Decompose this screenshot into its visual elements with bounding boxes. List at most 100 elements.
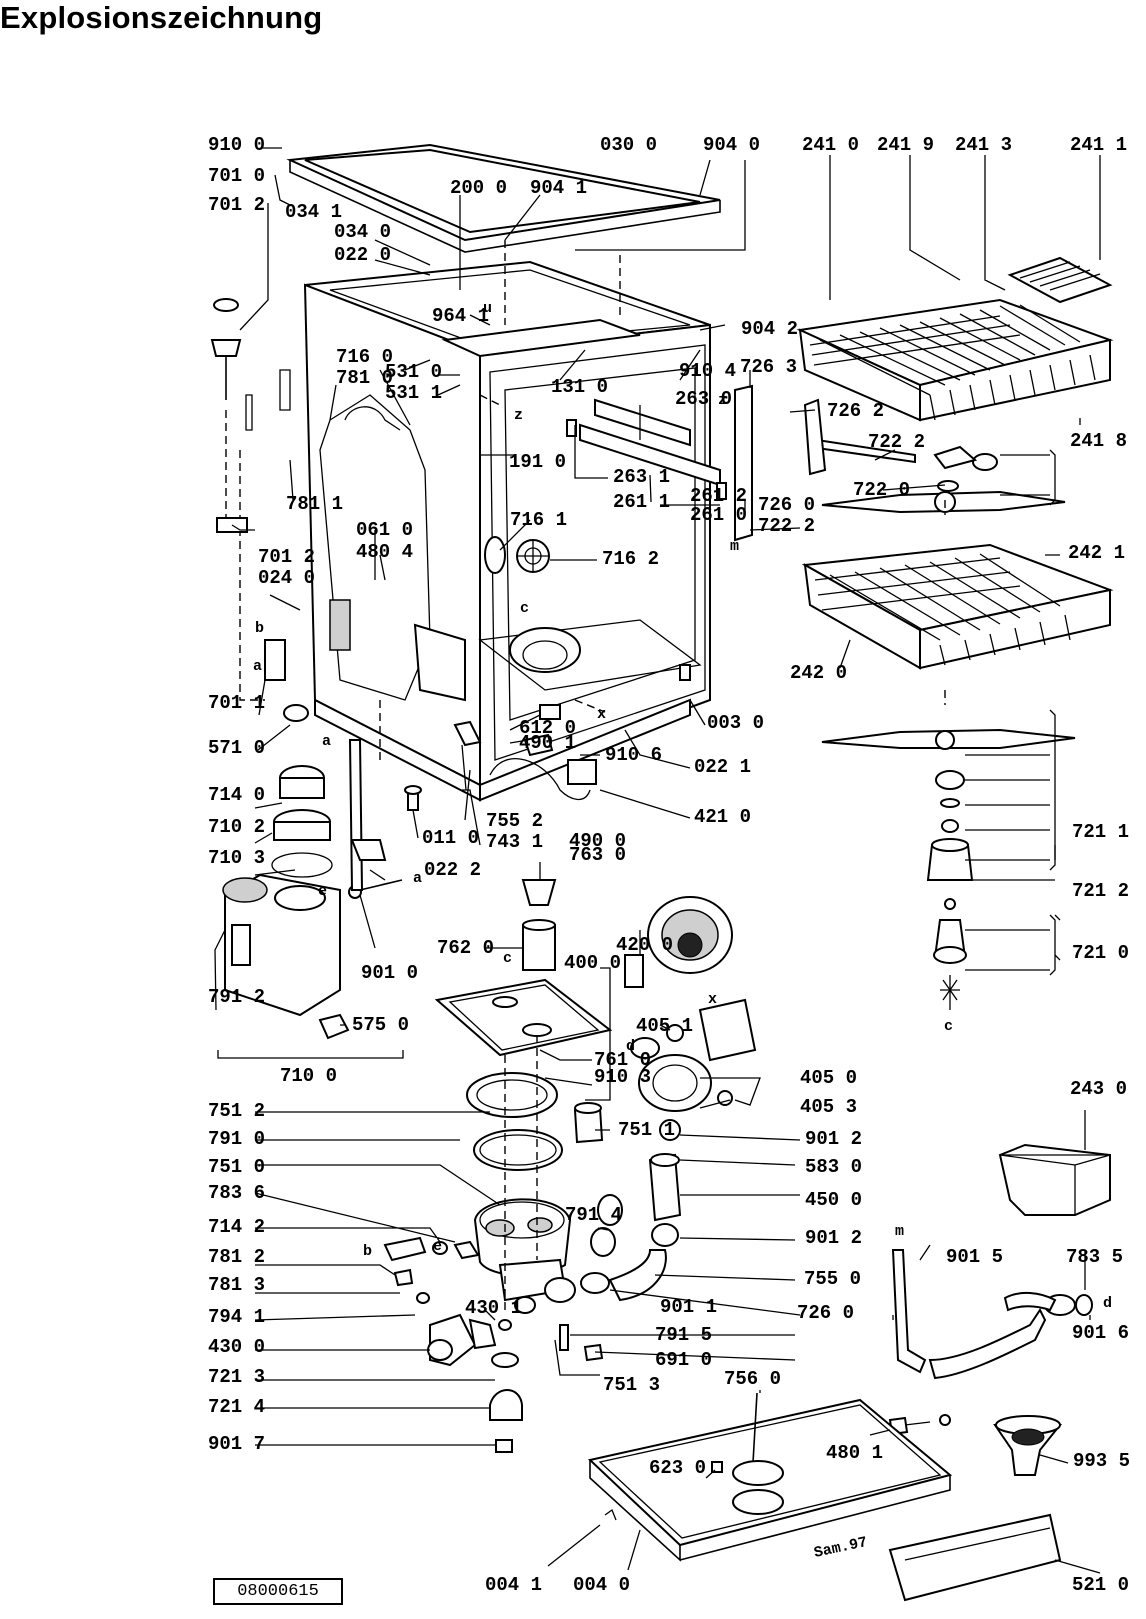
part-label: 030 0 — [600, 134, 657, 156]
part-label: 583 0 — [805, 1156, 862, 1178]
reference-letter-u: u — [483, 300, 492, 317]
reference-letter-m: m — [895, 1223, 904, 1240]
part-label: 400 0 — [564, 952, 621, 974]
part-label: 791 5 — [655, 1324, 712, 1346]
part-label: 261 1 — [613, 491, 670, 513]
part-label: 003 0 — [707, 712, 764, 734]
part-label: 200 0 — [450, 177, 507, 199]
reference-letter-d: d — [626, 1038, 635, 1055]
reference-letter-z: z — [718, 392, 727, 409]
reference-letter-a: a — [322, 733, 331, 750]
reference-letter-b: b — [363, 1243, 372, 1260]
part-label: 751 0 — [208, 1156, 265, 1178]
part-label: 751 2 — [208, 1100, 265, 1122]
part-label: 191 0 — [509, 451, 566, 473]
part-label: 571 0 — [208, 737, 265, 759]
part-label: 490 0 — [569, 830, 626, 852]
part-label: 243 0 — [1070, 1078, 1127, 1100]
part-label: 701 1 — [208, 692, 265, 714]
part-label: 743 1 — [486, 831, 543, 853]
part-label: 263 0 — [675, 388, 732, 410]
part-label: 751 3 — [603, 1374, 660, 1396]
lower-basket-part — [801, 543, 1114, 670]
part-label: 701 2 — [208, 194, 265, 216]
drain-pump-part — [383, 1236, 604, 1367]
reference-letter-a: a — [413, 870, 422, 887]
document-number: 08000615 — [213, 1578, 343, 1605]
part-label: 722 2 — [758, 515, 815, 537]
part-label: 781 3 — [208, 1274, 265, 1296]
part-label: 714 2 — [208, 1216, 265, 1238]
part-label: 480 4 — [356, 541, 413, 563]
part-label: 993 5 — [1073, 1450, 1130, 1472]
upper-basket-part — [796, 256, 1114, 422]
part-label: 521 0 — [1072, 1574, 1129, 1596]
left-hoses-part — [210, 298, 422, 891]
part-label: 904 0 — [703, 134, 760, 156]
pump-motor-part — [573, 896, 757, 1302]
part-label: 691 0 — [655, 1349, 712, 1371]
part-label: 034 0 — [334, 221, 391, 243]
part-label: 722 2 — [868, 431, 925, 453]
electrical-part — [453, 704, 597, 801]
part-label: 450 0 — [805, 1189, 862, 1211]
page-title: Explosionszeichnung — [0, 0, 323, 35]
right-lower-parts — [888, 1143, 1111, 1602]
part-label: 761 0 — [594, 1049, 651, 1071]
part-label: 710 2 — [208, 816, 265, 838]
part-label: 721 2 — [1072, 880, 1129, 902]
reference-letter-z: z — [514, 407, 523, 424]
part-label: 004 1 — [485, 1574, 542, 1596]
part-label: 901 6 — [1072, 1322, 1129, 1344]
reference-letter-m: m — [730, 538, 739, 555]
part-label: 756 0 — [724, 1368, 781, 1390]
sump-part — [434, 879, 613, 1453]
part-label: 022 0 — [334, 244, 391, 266]
part-label: 781 2 — [208, 1246, 265, 1268]
part-label: 722 0 — [853, 479, 910, 501]
part-label: 781 0 — [336, 367, 393, 389]
part-label: 762 0 — [437, 937, 494, 959]
part-label: 623 0 — [649, 1457, 706, 1479]
part-label: 910 0 — [208, 134, 265, 156]
reference-letter-a: a — [253, 658, 262, 675]
part-label: 910 3 — [594, 1066, 651, 1088]
part-label: 241 0 — [802, 134, 859, 156]
part-label: 022 2 — [424, 859, 481, 881]
upper-spray-arm-part — [803, 398, 1066, 514]
part-label: 716 1 — [510, 509, 567, 531]
part-label: 763 0 — [569, 844, 626, 866]
part-label: 022 1 — [694, 756, 751, 778]
part-label: 241 8 — [1070, 430, 1127, 452]
part-label: 791 2 — [208, 986, 265, 1008]
part-label: 024 0 — [258, 567, 315, 589]
part-label: 714 0 — [208, 784, 265, 806]
part-label: 034 1 — [285, 201, 342, 223]
reference-letter-b: b — [255, 620, 264, 637]
part-label: 405 0 — [800, 1067, 857, 1089]
cabinet-part — [303, 260, 753, 802]
part-label: 263 1 — [613, 466, 670, 488]
part-label: 612 0 — [519, 717, 576, 739]
part-label: 794 1 — [208, 1306, 265, 1328]
reference-letter-x: x — [708, 991, 717, 1008]
part-label: 721 3 — [208, 1366, 265, 1388]
part-label: 575 0 — [352, 1014, 409, 1036]
part-label: 910 6 — [605, 744, 662, 766]
part-label: 531 1 — [385, 382, 442, 404]
part-label: 716 0 — [336, 346, 393, 368]
part-label: 751 1 — [618, 1119, 675, 1141]
part-label: 421 0 — [694, 806, 751, 828]
part-label: 261 2 — [690, 485, 747, 507]
part-label: 901 0 — [361, 962, 418, 984]
part-label: 904 1 — [530, 177, 587, 199]
part-label: 241 3 — [955, 134, 1012, 156]
part-label: 901 7 — [208, 1433, 265, 1455]
reference-letter-c: c — [503, 950, 512, 967]
part-label: 755 0 — [804, 1268, 861, 1290]
part-label: 726 2 — [827, 400, 884, 422]
part-label: 242 0 — [790, 662, 847, 684]
reference-letter-c: c — [944, 1018, 953, 1035]
part-label: 964 1 — [432, 305, 489, 327]
